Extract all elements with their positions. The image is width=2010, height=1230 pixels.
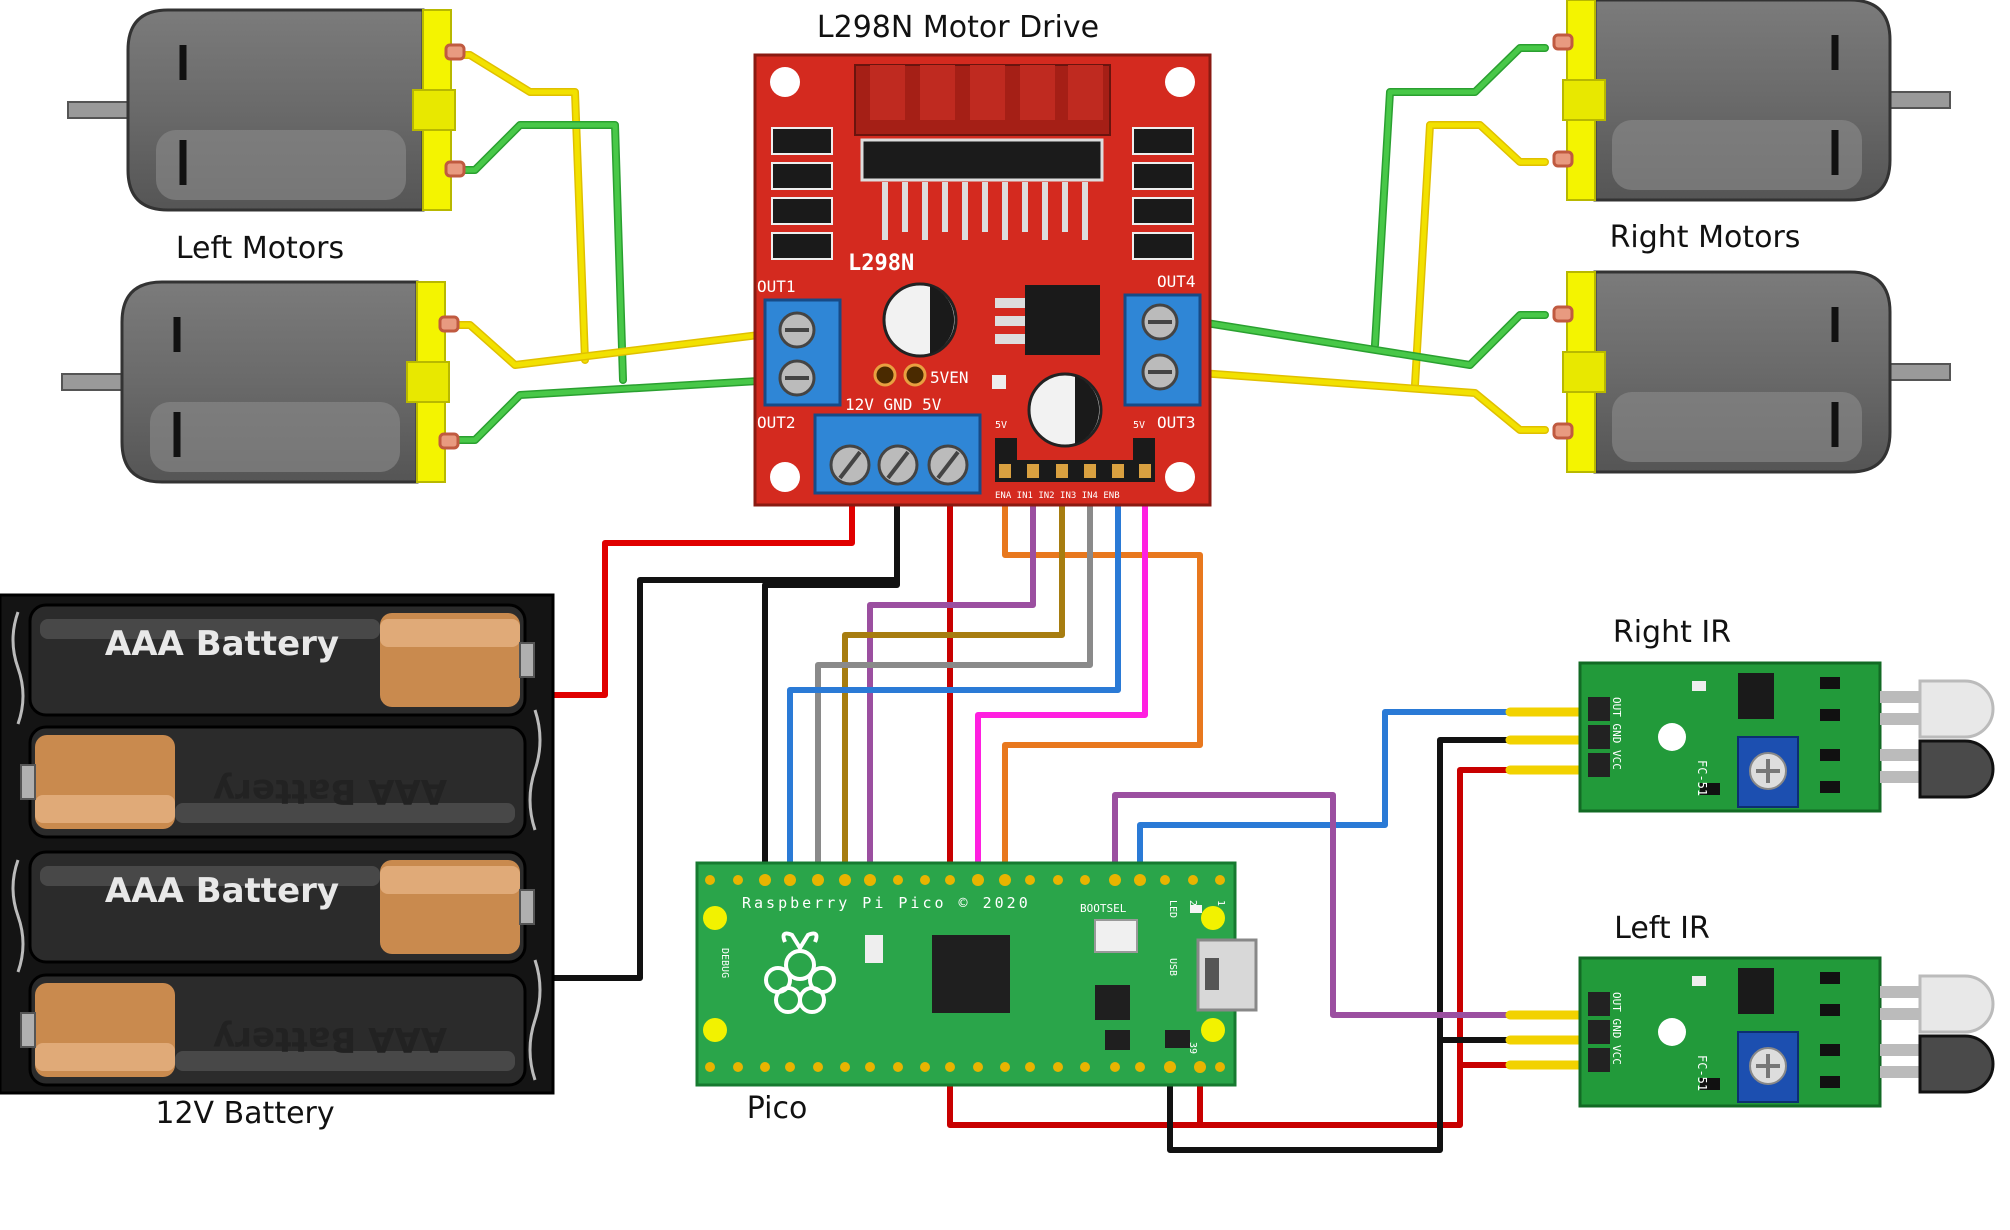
- battery-pack: AAA Battery AAA Battery AAA Battery AAA …: [0, 593, 555, 1095]
- pico-mount-hole: [703, 1018, 727, 1042]
- wire-left-motor1-yellow: [446, 51, 589, 364]
- mount-hole: [1165, 462, 1195, 492]
- usb-label: USB: [1167, 958, 1178, 976]
- left-ir-pins-label: OUT GND VCC: [1610, 992, 1623, 1065]
- wire-right-motor1-yellow-hi: [1412, 122, 1548, 388]
- right-motors-label: Right Motors: [1610, 220, 1801, 255]
- left-motors-label: Left Motors: [176, 231, 344, 266]
- right-motor-bottom: [1554, 272, 1950, 472]
- pico-mount-hole: [703, 906, 727, 930]
- wire-right-motor2-yellow-hi: [1197, 370, 1548, 433]
- out2-label: OUT2: [757, 413, 796, 432]
- pico-board-name: Raspberry Pi Pico © 2020: [742, 894, 1031, 912]
- control-header: [995, 460, 1155, 482]
- wire-battery-positive-red: [545, 497, 855, 698]
- control-pin-labels: ENA IN1 IN2 IN3 IN4 ENB: [995, 491, 1120, 501]
- chip-label: L298N: [848, 251, 914, 276]
- l298n-board: L298N 5VEN OUT1 OUT2: [753, 53, 1212, 507]
- pico-top-pins: [705, 874, 1225, 886]
- driver-title: L298N Motor Drive: [817, 10, 1099, 45]
- wire-left-motor1-green-hi: [447, 122, 626, 383]
- wire-left-ir-out-purple: [1112, 792, 1525, 1018]
- wire-left-motor2-yellow-hi: [442, 322, 778, 368]
- left-ir-sensor: [1578, 956, 1995, 1108]
- jumper-label: 5VEN: [930, 368, 969, 387]
- wire-pico-gnd-black: [1167, 737, 1525, 1153]
- right-ir-model: FC-51: [1695, 760, 1709, 796]
- led-label: LED: [1167, 900, 1178, 918]
- battery-cell-4-label: AAA Battery: [213, 1019, 447, 1059]
- battery-label: 12V Battery: [155, 1096, 334, 1131]
- pico-mount-hole: [1201, 1018, 1225, 1042]
- pin2-label: 2: [1187, 900, 1198, 906]
- left-motor-bottom: [62, 282, 458, 482]
- pin39-label: 39: [1187, 1042, 1198, 1054]
- pico-led: [1190, 905, 1202, 913]
- left-ir-model: FC-51: [1695, 1055, 1709, 1091]
- wire-ena-orange: [1002, 497, 1203, 883]
- out3-label: OUT3: [1157, 413, 1196, 432]
- wire-right-ir-out-blue: [1137, 709, 1525, 883]
- pico-bottom-pins: [705, 1061, 1225, 1073]
- wire-left-motor1-green: [446, 121, 627, 384]
- wire-driver-gnd-pico-black: [762, 557, 900, 883]
- wire-enb-magenta: [975, 497, 1148, 883]
- bootsel-label: BOOTSEL: [1080, 902, 1127, 915]
- right-motor-top: [1554, 0, 1950, 200]
- power-terminal-label: 12V GND 5V: [845, 395, 942, 414]
- wire-in3-gray: [815, 497, 1093, 883]
- wire-in2-olive: [842, 497, 1065, 883]
- out1-label: OUT1: [757, 277, 796, 296]
- wire-in4-blue: [787, 497, 1121, 883]
- wire-left-motor1-yellow-hi: [447, 52, 588, 363]
- jumper-pin[interactable]: [873, 363, 897, 387]
- left-ir-label: Left IR: [1614, 911, 1710, 946]
- pico-component: [865, 935, 883, 963]
- right-ir-sensor: [1578, 661, 1995, 813]
- pin-5v-right: 5V: [1133, 420, 1145, 431]
- diodes-left: [771, 127, 833, 260]
- wire-right-motor1-green-hi: [1372, 45, 1548, 348]
- power-led: [992, 375, 1006, 389]
- pin1-label: 1: [1215, 900, 1226, 906]
- jumper-pin[interactable]: [903, 363, 927, 387]
- wire-battery-negative-black: [545, 497, 900, 981]
- bootsel-button[interactable]: [1094, 919, 1138, 953]
- l298n-chip: [860, 138, 1104, 182]
- diodes-right: [1132, 127, 1194, 260]
- battery-cell-2-label: AAA Battery: [213, 771, 447, 811]
- pin-5v-left: 5V: [995, 420, 1007, 431]
- wire-right-motor2-yellow: [1196, 369, 1549, 434]
- mount-hole: [770, 462, 800, 492]
- battery-cell-1-label: AAA Battery: [105, 624, 339, 664]
- pico-board: Raspberry Pi Pico © 2020 BOOTSEL DEBUG L…: [695, 861, 1258, 1087]
- debug-label: DEBUG: [719, 948, 730, 978]
- out4-label: OUT4: [1157, 272, 1196, 291]
- right-ir-pins-label: OUT GND VCC: [1610, 697, 1623, 770]
- wire-right-motor2-green-hi: [1197, 312, 1548, 368]
- mount-hole: [770, 67, 800, 97]
- rp2040-chip: [932, 935, 1010, 1013]
- pico-mount-hole: [1201, 906, 1225, 930]
- pico-label: Pico: [747, 1091, 808, 1126]
- wire-left-motor2-green-hi: [442, 377, 778, 443]
- right-ir-label: Right IR: [1613, 615, 1731, 650]
- battery-cell-3-label: AAA Battery: [105, 871, 339, 911]
- mount-hole: [1165, 67, 1195, 97]
- raspberry-logo-icon: [764, 931, 836, 1014]
- wire-in1-purple: [867, 497, 1036, 883]
- voltage-regulator: [1025, 285, 1100, 355]
- left-motor-top: [68, 10, 464, 210]
